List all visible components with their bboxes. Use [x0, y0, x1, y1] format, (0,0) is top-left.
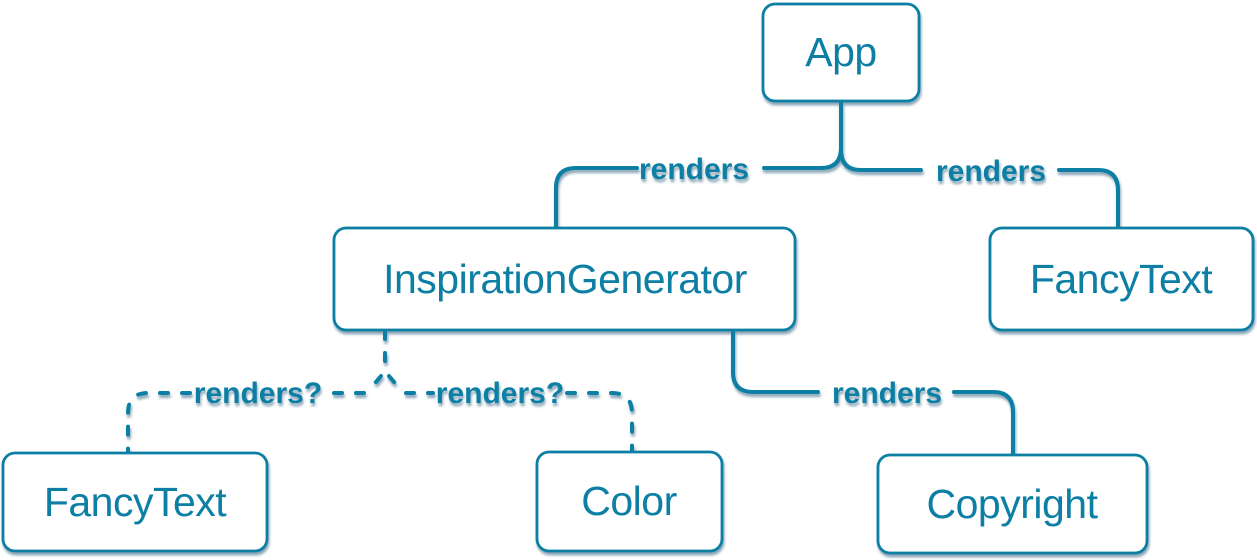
edge-inspirationgenerator-color-diagonal — [387, 374, 401, 390]
edge-label-renders-maybe-right: renders? — [436, 377, 564, 410]
edge-app-fancytext-segment-1 — [839, 100, 923, 172]
node-app-label: App — [805, 29, 876, 75]
node-app: App — [761, 2, 921, 103]
node-color: Color — [535, 450, 724, 553]
edge-label-renders-copyright: renders — [832, 377, 942, 410]
edge-inspirationgenerator-fancytext-segment-2 — [126, 391, 192, 453]
node-copyright-box — [876, 453, 1149, 555]
node-copyright-label: Copyright — [927, 481, 1099, 527]
node-color-box — [535, 450, 724, 553]
node-inspiration-generator: InspirationGenerator — [332, 226, 797, 332]
node-fancy-text-bottom-box — [1, 451, 269, 553]
edge-inspirationgenerator-copyright-segment-1 — [731, 329, 820, 394]
edge-inspirationgenerator-color-segment-2 — [565, 391, 634, 452]
node-app-box — [761, 2, 921, 103]
edge-app-inspirationgenerator-segment-1 — [762, 100, 843, 170]
node-inspiration-generator-box — [332, 226, 797, 332]
edge-app-inspirationgenerator-segment-2 — [554, 166, 639, 229]
node-color-label: Color — [581, 478, 676, 524]
node-fancy-text-top: FancyText — [988, 226, 1255, 332]
node-fancy-text-top-box — [988, 226, 1255, 332]
node-copyright: Copyright — [876, 453, 1149, 555]
edge-label-renders-maybe-left: renders? — [194, 377, 322, 410]
edge-app-fancytext-segment-2 — [1057, 168, 1120, 229]
edge-inspirationgenerator-fancytext-diagonal — [369, 374, 383, 390]
node-inspiration-generator-label: InspirationGenerator — [383, 256, 747, 302]
edge-label-renders-left: renders — [639, 153, 749, 186]
node-fancy-text-bottom: FancyText — [1, 451, 269, 553]
node-fancy-text-top-label: FancyText — [1030, 256, 1213, 302]
node-fancy-text-bottom-label: FancyText — [44, 479, 227, 525]
edge-inspirationgenerator-copyright-segment-2 — [952, 390, 1015, 456]
edge-label-renders-right: renders — [936, 155, 1046, 188]
